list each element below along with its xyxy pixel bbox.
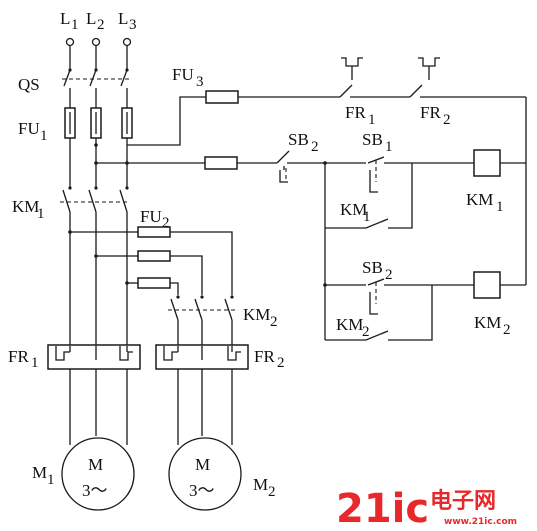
motor-m2-phase: 3～ bbox=[189, 481, 215, 500]
sb2-stop-button[interactable]: SB 2 bbox=[276, 130, 325, 183]
km1-coil: KM 1 bbox=[466, 149, 526, 215]
qs-label: QS bbox=[18, 75, 40, 94]
fr2-relay-sub: 2 bbox=[277, 355, 285, 371]
km2-coil-sub: 2 bbox=[503, 322, 511, 338]
sb2-stop-label: SB bbox=[288, 130, 309, 149]
fr2-relay-label: FR bbox=[254, 347, 275, 366]
fu3-control-fuse: FU 3 bbox=[127, 65, 340, 146]
fr1-contact-label: FR bbox=[345, 103, 366, 122]
phase-l3-sub: 3 bbox=[129, 17, 137, 33]
watermark-main: 21ic bbox=[336, 486, 429, 531]
motor-m1-symbol: M bbox=[88, 455, 103, 474]
fu1-sub: 1 bbox=[40, 128, 48, 144]
fr2-nc-contact: FR 2 bbox=[409, 57, 526, 128]
terminal-l1 bbox=[65, 37, 75, 47]
km2-coil: KM 2 bbox=[473, 271, 526, 338]
motor-m2-sub: 2 bbox=[268, 484, 276, 500]
km1-hold-contact: KM 1 bbox=[323, 161, 413, 340]
watermark-url: www.21ic.com bbox=[444, 517, 517, 527]
km2-hold-label: KM bbox=[336, 315, 363, 334]
phase-l2-sub: 2 bbox=[97, 17, 105, 33]
km1-main-contacts: KM 1 bbox=[12, 186, 130, 222]
fr1-thermal-relay: FR 1 bbox=[8, 344, 141, 371]
fu1-fuses: FU 1 bbox=[18, 107, 133, 144]
fr1-contact-sub: 1 bbox=[368, 112, 376, 128]
terminal-l3 bbox=[122, 37, 132, 47]
km1-main-sub: 1 bbox=[37, 206, 45, 222]
km2-main-contacts: KM 2 bbox=[168, 295, 278, 346]
terminal-l2 bbox=[91, 37, 101, 47]
fr1-relay-label: FR bbox=[8, 347, 29, 366]
sb2-start-button[interactable]: SB 2 bbox=[323, 258, 474, 315]
fr1-relay-sub: 1 bbox=[31, 355, 39, 371]
fu3-label: FU bbox=[172, 65, 194, 84]
km1-hold-label: KM bbox=[340, 200, 367, 219]
fu1-label: FU bbox=[18, 119, 40, 138]
sb2-start-sub: 2 bbox=[385, 267, 393, 283]
motor-m2-label: M bbox=[253, 475, 268, 494]
phase-l2-label: L bbox=[86, 9, 96, 28]
fu2-sub: 2 bbox=[162, 215, 170, 231]
phase-l1-label: L bbox=[60, 9, 70, 28]
fu2-label: FU bbox=[140, 207, 162, 226]
phase-l2: L 2 bbox=[86, 9, 105, 47]
sb1-start-button[interactable]: SB 1 bbox=[325, 130, 474, 193]
phase-l1-sub: 1 bbox=[71, 17, 79, 33]
km2-coil-label: KM bbox=[474, 313, 501, 332]
phase-l3-label: L bbox=[118, 9, 128, 28]
sb2-start-label: SB bbox=[362, 258, 383, 277]
km1-hold-sub: 1 bbox=[363, 209, 371, 225]
fu2-fuses: FU 2 bbox=[68, 207, 233, 295]
km2-hold-contact: KM 2 bbox=[325, 285, 433, 341]
km2-main-sub: 2 bbox=[270, 314, 278, 330]
watermark-cn: 电子网 bbox=[430, 489, 496, 514]
motor-m1-sub: 1 bbox=[47, 472, 55, 488]
motor-m1: M 3～ M 1 bbox=[32, 437, 135, 511]
sb1-start-label: SB bbox=[362, 130, 383, 149]
km1-coil-sub: 1 bbox=[496, 199, 504, 215]
motor-m2: M 3～ M 2 bbox=[168, 437, 276, 511]
phase-l1: L 1 bbox=[60, 9, 79, 47]
km2-main-label: KM bbox=[243, 305, 270, 324]
fr1-nc-contact: FR 1 bbox=[339, 57, 410, 128]
motor-m2-symbol: M bbox=[195, 455, 210, 474]
sb1-start-sub: 1 bbox=[385, 139, 393, 155]
km2-hold-sub: 2 bbox=[362, 324, 370, 340]
fr2-contact-sub: 2 bbox=[443, 112, 451, 128]
km1-main-label: KM bbox=[12, 197, 39, 216]
sb2-stop-sub: 2 bbox=[311, 139, 319, 155]
motor-m1-phase: 3～ bbox=[82, 481, 108, 500]
fr2-thermal-relay: FR 2 bbox=[155, 344, 285, 371]
watermark-logo: 21ic 电子网 www.21ic.com bbox=[336, 486, 517, 531]
fr2-contact-label: FR bbox=[420, 103, 441, 122]
phase-l3: L 3 bbox=[118, 9, 137, 47]
fu3-sub: 3 bbox=[196, 74, 204, 90]
qs-switch: QS bbox=[18, 68, 130, 108]
km1-coil-label: KM bbox=[466, 190, 493, 209]
control-main-rung bbox=[94, 156, 277, 170]
motor-m1-label: M bbox=[32, 463, 47, 482]
